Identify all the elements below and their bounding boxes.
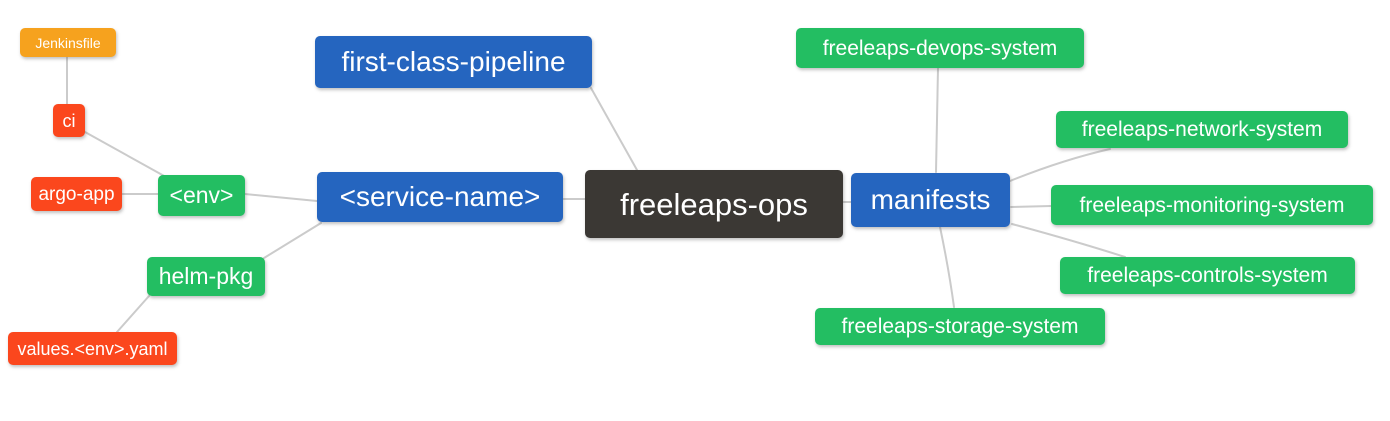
node-manifests[interactable]: manifests — [851, 173, 1010, 227]
edge-manifests-network — [1009, 148, 1111, 182]
edge-manifests-controls — [1011, 223, 1126, 258]
node-freeleaps-controls-system[interactable]: freeleaps-controls-system — [1060, 257, 1355, 294]
node-values-env-yaml[interactable]: values.<env>.yaml — [8, 332, 177, 365]
node-freeleaps-network-system[interactable]: freeleaps-network-system — [1056, 111, 1348, 148]
edge-manifests-storage — [939, 226, 955, 308]
edge-manifests-devops — [935, 67, 939, 173]
edge-ci-env — [84, 131, 167, 178]
edge-helm-pkg-values — [116, 295, 150, 333]
node-first-class-pipeline[interactable]: first-class-pipeline — [315, 36, 592, 88]
edge-manifests-monitoring — [1010, 205, 1052, 208]
edge-service-name-helm-pkg — [263, 222, 322, 259]
node-helm-pkg[interactable]: helm-pkg — [147, 257, 265, 296]
node-jenkinsfile[interactable]: Jenkinsfile — [20, 28, 116, 57]
node-service-name[interactable]: <service-name> — [317, 172, 563, 222]
node-freeleaps-ops[interactable]: freeleaps-ops — [585, 170, 843, 238]
edge-env-service-name — [244, 193, 318, 202]
node-env[interactable]: <env> — [158, 175, 245, 216]
node-freeleaps-devops-system[interactable]: freeleaps-devops-system — [796, 28, 1084, 68]
edge-first-class-pipeline-ops — [590, 87, 638, 171]
node-ci[interactable]: ci — [53, 104, 85, 137]
node-freeleaps-storage-system[interactable]: freeleaps-storage-system — [815, 308, 1105, 345]
node-freeleaps-monitoring-system[interactable]: freeleaps-monitoring-system — [1051, 185, 1373, 225]
node-argo-app[interactable]: argo-app — [31, 177, 122, 211]
